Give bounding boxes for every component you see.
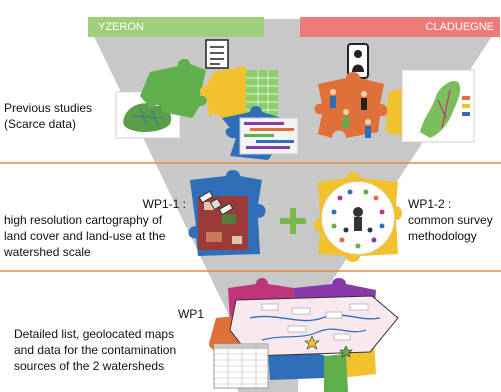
claduegne-header: CLADUEGNE — [300, 17, 500, 37]
wp1-2-text: WP1-2 : common survey methodology — [408, 197, 493, 244]
wp1-description: Detailed list, geolocated maps and data … — [14, 327, 177, 374]
puzzle-piece-green — [140, 58, 207, 118]
wp1-title: WP1 — [177, 307, 204, 321]
yzeron-header-bar — [88, 17, 264, 37]
wp1-1-description: high resolution cartography of land cove… — [4, 213, 166, 260]
puzzle-piece-green-wp1 — [324, 354, 348, 392]
person-icon — [347, 43, 369, 79]
yzeron-header: YZERON — [88, 17, 264, 37]
timeline-chart-thumbnail — [239, 117, 299, 155]
data-table-thumbnail — [213, 343, 269, 389]
contamination-map — [229, 295, 399, 357]
satellite-icon — [198, 190, 234, 216]
document-icon — [205, 39, 229, 69]
wp1-1-text: WP1-1 : — [142, 197, 186, 211]
puzzle-piece-yellow — [200, 66, 258, 120]
claduegne-header-bar — [300, 17, 500, 37]
plus-sign — [280, 208, 306, 234]
satellite-image — [198, 196, 248, 250]
star-icon — [304, 335, 353, 358]
yzeron-label: YZERON — [98, 21, 144, 33]
survey-people-circle — [321, 181, 395, 255]
claduegne-map-thumbnail — [401, 69, 475, 143]
claduegne-label: CLADUEGNE — [425, 21, 494, 33]
people-figures — [330, 89, 371, 138]
previous-studies-text: Previous studies (Scarce data) — [4, 101, 93, 132]
